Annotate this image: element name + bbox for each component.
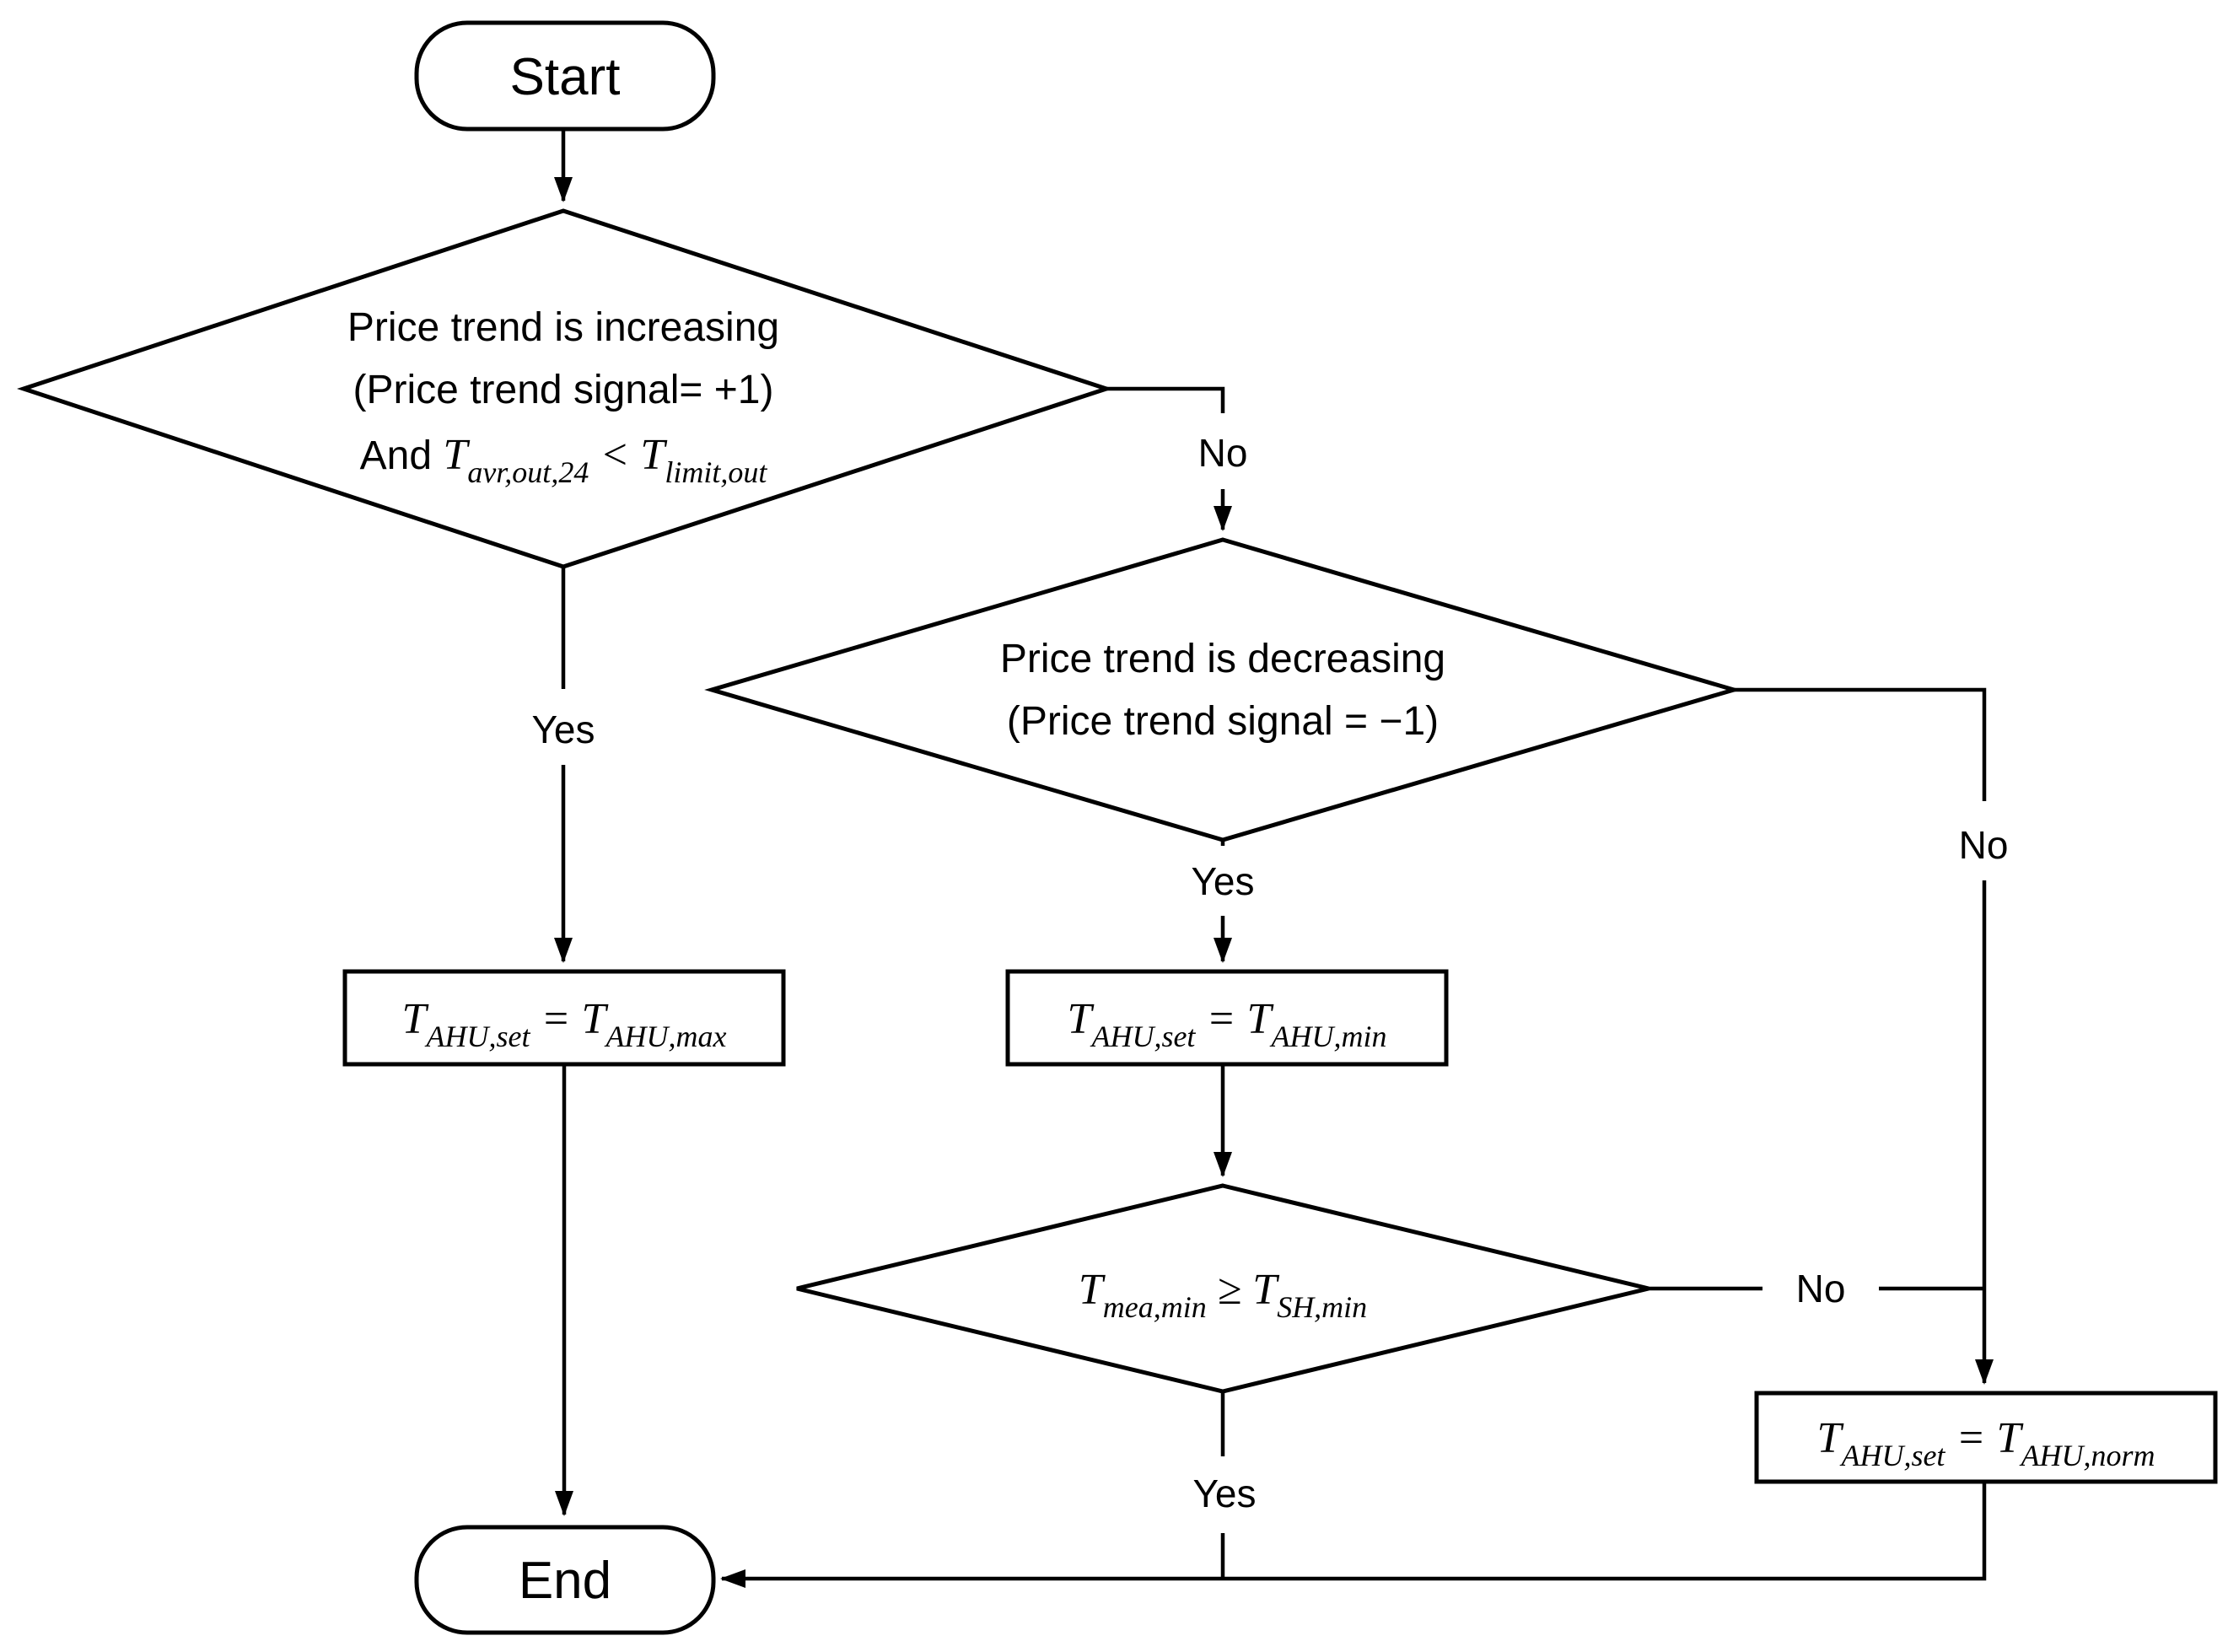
decision1-line3-formula: And Tavr,out,24 < Tlimit,out [360, 431, 768, 489]
edge-label-no-decision3: No [1796, 1267, 1846, 1310]
edge-label-no-decision2: No [1959, 823, 2009, 867]
end-label: End [519, 1552, 611, 1610]
decision1-diamond-shape [17, 208, 1114, 569]
process-min-formula: TAHU,set = TAHU,min [1068, 995, 1387, 1053]
edge-label-yes-decision3: Yes [1192, 1472, 1256, 1515]
process-norm-box-shape [1754, 1391, 2218, 1484]
decision2-line2: (Price trend signal = −1) [1007, 699, 1439, 744]
node-process-set-min: TAHU,set = TAHU,min [1005, 969, 1449, 1067]
node-decision-price-increasing: Price trend is increasing (Price trend s… [17, 208, 1114, 569]
edge-labels: No Yes Yes No No Yes [531, 431, 2008, 1515]
decision2-diamond-shape [704, 537, 1741, 842]
decision1-line2: (Price trend signal= +1) [353, 368, 774, 412]
decision2-line1: Price trend is decreasing [1000, 637, 1445, 681]
edge-label-no-decision1: No [1198, 431, 1248, 475]
decision3-formula: Tmea,min ≥ TSH,min [1079, 1266, 1367, 1324]
node-start: Start [414, 20, 716, 132]
decision1-line1: Price trend is increasing [347, 305, 779, 350]
end-terminator-shape [414, 1525, 716, 1635]
edges [554, 129, 1994, 1588]
edge-label-yes-decision1: Yes [531, 708, 595, 751]
process-min-box-shape [1005, 969, 1449, 1067]
process-max-box-shape [342, 969, 786, 1067]
node-decision-temp-check: Tmea,min ≥ TSH,min [796, 1183, 1649, 1394]
edge-label-yes-decision2: Yes [1191, 859, 1254, 903]
node-end: End [414, 1525, 716, 1635]
node-decision-price-decreasing: Price trend is decreasing (Price trend s… [704, 537, 1741, 842]
start-terminator-shape [414, 20, 716, 132]
process-max-formula: TAHU,set = TAHU,max [402, 995, 727, 1053]
node-process-set-max: TAHU,set = TAHU,max [342, 969, 786, 1067]
edge-decision1-no-elbow [1106, 386, 1225, 413]
edge-process-norm-to-end [720, 1482, 1987, 1588]
decision3-diamond-shape [796, 1183, 1649, 1394]
node-process-set-norm: TAHU,set = TAHU,norm [1754, 1391, 2218, 1484]
start-label: Start [510, 48, 621, 106]
process-norm-formula: TAHU,set = TAHU,norm [1817, 1414, 2155, 1472]
edge-decision2-no-elbow [1734, 687, 1987, 801]
